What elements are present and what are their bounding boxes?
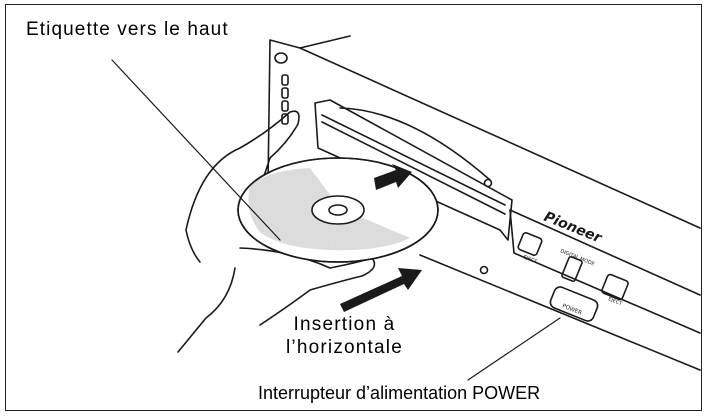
digital-mode-label: DIGITAL MODE — [559, 248, 595, 267]
eject-button-right — [601, 273, 629, 301]
leader-line-label — [111, 59, 281, 241]
disc-hub — [311, 195, 365, 225]
disc-slot — [321, 114, 506, 215]
disc-slot-inner-arc — [339, 107, 491, 181]
callout-insert-line1: Insertion à — [293, 314, 396, 335]
mount-hole-top — [274, 52, 288, 64]
disc-label-area — [248, 168, 340, 250]
panel-top-edge — [299, 35, 351, 49]
screw — [483, 178, 493, 188]
control-panel — [509, 209, 701, 334]
insert-arrow-icon — [340, 164, 422, 312]
disc-slot-housing — [314, 99, 513, 241]
callout-label-side-up: Etiquette vers le haut — [26, 19, 229, 40]
callout-power-switch: Interrupteur d’alimentation POWER — [258, 383, 541, 403]
eject-button-left — [517, 232, 543, 256]
callout-insert-horizontal: Insertion à l’horizontale — [286, 313, 403, 359]
power-button — [549, 286, 599, 322]
disc-outline — [237, 157, 439, 263]
disc-center-hole — [328, 204, 348, 216]
diagram-frame — [5, 4, 702, 411]
eject-left-label: EJECT — [522, 254, 538, 265]
eject-right-label: EJECT — [607, 296, 623, 307]
screw — [479, 265, 489, 275]
callout-insert-line2: l’horizontale — [286, 337, 403, 358]
leader-line-power — [467, 317, 561, 381]
digital-mode-switch — [561, 255, 583, 283]
